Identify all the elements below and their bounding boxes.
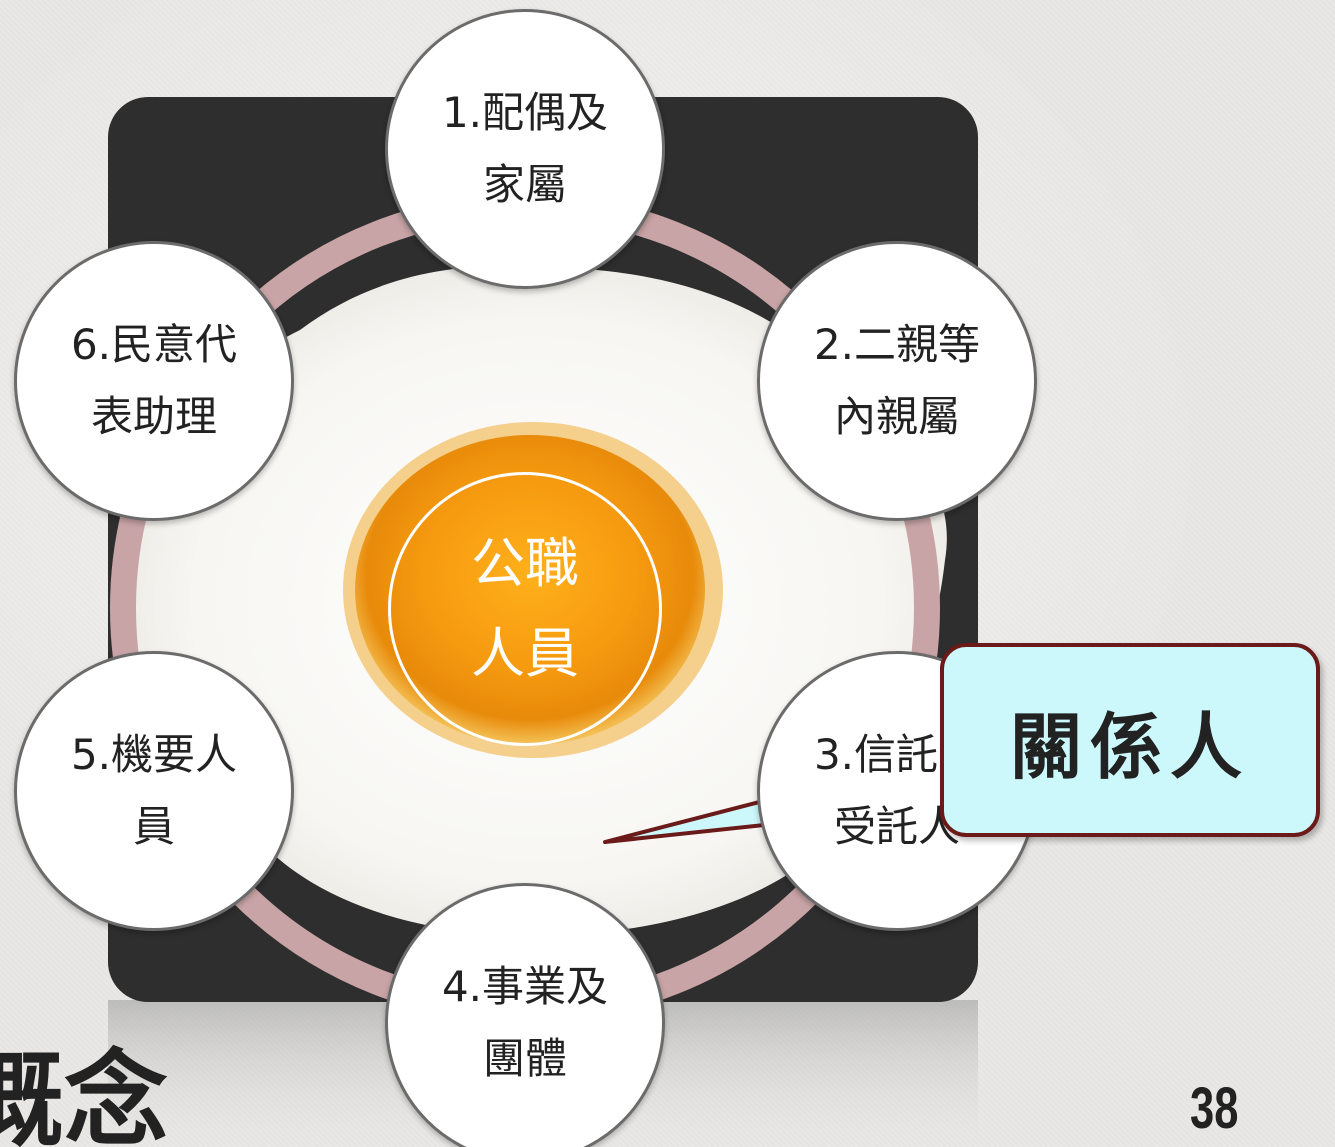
node-confidential-staff: 5.機要人員 (14, 651, 294, 931)
center-label: 公職人員 (471, 532, 579, 685)
node-label: 2.二親等內親屬 (813, 320, 981, 441)
node-legislator-assistant: 6.民意代表助理 (14, 241, 294, 521)
node-enterprises-groups: 4.事業及團體 (385, 883, 665, 1147)
node-spouse-family: 1.配偶及家屬 (385, 9, 665, 289)
node-label: 4.事業及團體 (441, 962, 609, 1083)
callout-label: 關係人 (1009, 704, 1250, 789)
page-number: 38 (1190, 1076, 1239, 1141)
node-second-degree-relatives: 2.二親等內親屬 (757, 241, 1037, 521)
slide-title-fragment: 概念 (0, 1039, 169, 1147)
node-label: 6.民意代表助理 (70, 320, 238, 441)
node-label: 5.機要人員 (70, 730, 238, 851)
center-circle: 公職人員 (388, 472, 662, 746)
node-label: 1.配偶及家屬 (441, 88, 609, 209)
related-person-callout: 關係人 (940, 643, 1320, 837)
